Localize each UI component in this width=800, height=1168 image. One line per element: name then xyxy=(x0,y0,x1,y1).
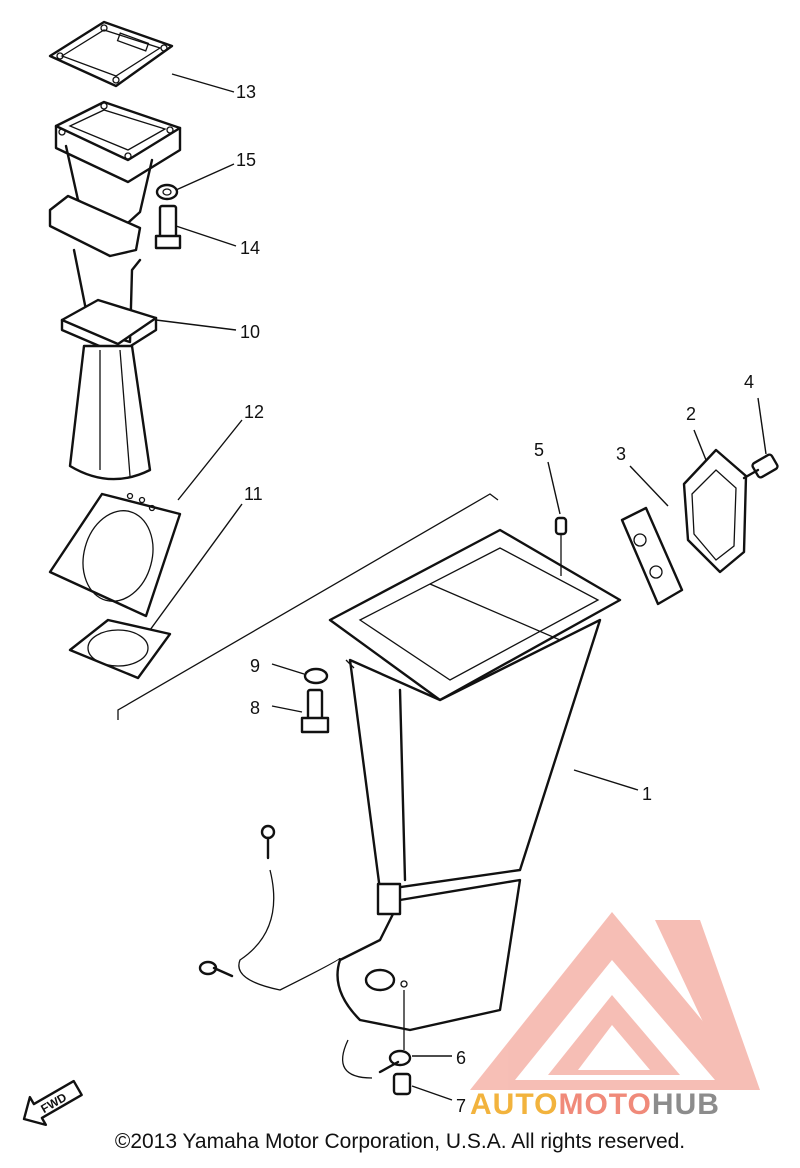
callout-12: 12 xyxy=(244,402,264,422)
callout-9: 9 xyxy=(250,656,260,676)
callout-11: 11 xyxy=(244,484,263,504)
part-exhaust-guide-upper xyxy=(48,100,182,344)
part-15-washer xyxy=(155,183,179,201)
leader-lines xyxy=(149,73,767,1101)
ground-lead-wire xyxy=(198,824,373,1079)
callout-4: 4 xyxy=(744,372,754,392)
part-1-upper-casing xyxy=(328,528,622,1050)
part-8-bolt xyxy=(300,688,330,734)
part-7-plug xyxy=(392,1072,412,1096)
part-exhaust-tube xyxy=(68,344,152,481)
part-6-washer xyxy=(378,1049,412,1074)
watermark-part1: AUTO xyxy=(470,1088,559,1121)
callout-3: 3 xyxy=(616,444,626,464)
part-14-bolt xyxy=(154,204,182,250)
callout-10: 10 xyxy=(240,322,260,342)
part-5-dowel xyxy=(554,516,568,576)
part-12-flange xyxy=(48,492,182,618)
callout-7: 7 xyxy=(456,1096,466,1116)
watermark-part2: MOTO xyxy=(558,1088,652,1121)
part-13-gasket xyxy=(48,20,174,88)
callout-8: 8 xyxy=(250,698,260,718)
part-3-gasket xyxy=(620,506,684,606)
callout-1: 1 xyxy=(642,784,652,804)
part-11-gasket xyxy=(68,618,172,680)
part-4-screw xyxy=(742,453,779,480)
reference-bracket xyxy=(117,493,499,720)
callout-15: 15 xyxy=(236,150,256,170)
part-2-cover xyxy=(682,448,748,574)
watermark-text: AUTOMOTOHUB xyxy=(470,1088,720,1122)
copyright-notice: ©2013 Yamaha Motor Corporation, U.S.A. A… xyxy=(114,1130,686,1153)
watermark-logo xyxy=(470,912,760,1090)
part-9-washer xyxy=(303,667,329,685)
callout-2: 2 xyxy=(686,404,696,424)
callout-5: 5 xyxy=(534,440,544,460)
callout-13: 13 xyxy=(236,82,256,102)
callout-14: 14 xyxy=(240,238,260,258)
callout-6: 6 xyxy=(456,1048,466,1068)
fwd-arrow-badge: FWD xyxy=(22,1079,83,1127)
watermark-part3: HUB xyxy=(651,1088,720,1121)
